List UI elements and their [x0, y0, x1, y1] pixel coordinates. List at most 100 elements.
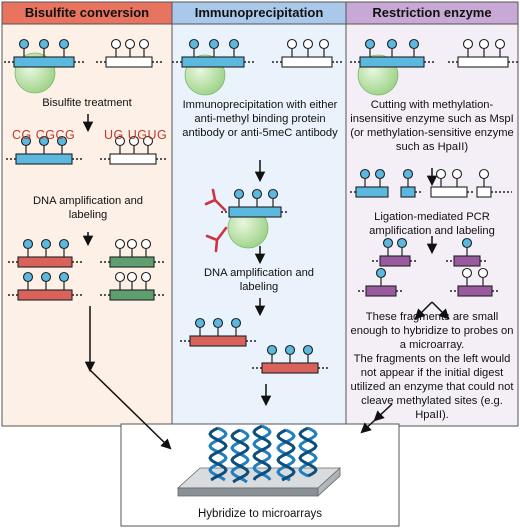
arrow-icon: [373, 403, 393, 422]
dna-fragment: [15, 153, 73, 165]
bisulfite-treatment-label: Bisulfite treatment: [42, 97, 132, 109]
fragments-left-note: The fragments on the left would not appe…: [350, 353, 514, 421]
unmethylated-cpg-icon: [124, 38, 136, 50]
ligation-pcr-label: Ligation-mediated PCR amplification and …: [369, 211, 495, 237]
methylated-cpg-icon: [382, 237, 394, 249]
unmethylated-cpg-icon: [494, 38, 506, 50]
unmethylated-cpg-icon: [114, 135, 126, 147]
bisulfite-amplification-label: DNA amplification and labeling: [32, 195, 144, 221]
methylated-cpg-icon: [302, 344, 314, 356]
methylated-cpg-icon: [194, 317, 206, 329]
methylated-cpg-icon: [364, 38, 376, 50]
dna-fragment: [17, 256, 73, 268]
dna-fragment: [189, 335, 247, 347]
methylated-cpg-icon: [20, 135, 32, 147]
unmethylated-cpg-icon: [478, 168, 490, 180]
amplified-fragment: [379, 255, 411, 267]
unmethylated-cpg-icon: [477, 267, 489, 279]
unmethylated-cpg-icon: [114, 238, 126, 250]
immunoprecipitation-header: Immunoprecipitation: [194, 5, 324, 20]
methylated-cpg-icon: [375, 267, 387, 279]
unmethylated-cpg-icon: [138, 38, 150, 50]
methylated-cpg-icon: [40, 271, 52, 283]
methylated-cpg-icon: [40, 238, 52, 250]
unmethylated-sequence-label: UG UGUG: [104, 128, 168, 142]
methylated-cpg-icon: [359, 168, 371, 180]
arrow-icon: [89, 369, 172, 450]
methylated-cpg-icon: [22, 238, 34, 250]
dna-helix-icon: [208, 426, 228, 482]
methylated-cpg-icon: [228, 38, 240, 50]
dna-fragment: [355, 186, 389, 198]
methylated-cpg-icon: [58, 38, 70, 50]
arrow-icon: [360, 419, 376, 434]
dna-helix-icon: [208, 426, 228, 482]
dna-helix-icon: [252, 424, 272, 481]
methylated-cpg-icon: [233, 188, 245, 200]
unmethylated-cpg-icon: [318, 38, 330, 50]
arrow-icon: [431, 301, 450, 320]
bisulfite-header: Bisulfite conversion: [24, 5, 150, 20]
dna-helix-icon: [276, 428, 296, 482]
methylated-cpg-icon: [188, 38, 200, 50]
ip-amplification-label: DNA amplification and labeling: [203, 267, 315, 293]
immunoprecipitation-step-label: Immunoprecipitation with either anti-met…: [182, 99, 338, 139]
unmethylated-cpg-icon: [286, 38, 298, 50]
dna-helix-icon: [276, 428, 296, 482]
unmethylated-cpg-icon: [461, 267, 473, 279]
methylated-cpg-icon: [56, 135, 68, 147]
amplified-fragment: [453, 255, 481, 267]
dna-helix-icon: [252, 424, 272, 481]
unmethylated-cpg-icon: [302, 38, 314, 50]
methylated-cpg-icon: [374, 168, 386, 180]
antibody-icon: [204, 188, 227, 212]
unmethylated-cpg-icon: [142, 135, 154, 147]
dna-fragment: [105, 56, 153, 68]
methylated-cpg-icon: [461, 237, 473, 249]
dna-fragment: [181, 56, 245, 68]
dna-fragment: [109, 289, 155, 301]
methylated-cpg-icon: [251, 188, 263, 200]
unmethylated-cpg-icon: [126, 271, 138, 283]
amplified-fragment: [365, 285, 397, 297]
unmethylated-cpg-icon: [128, 135, 140, 147]
dna-fragment: [228, 206, 282, 218]
microarray-slide-side: [317, 467, 341, 497]
methylated-cpg-icon: [38, 38, 50, 50]
unmethylated-cpg-icon: [462, 38, 474, 50]
dna-fragment: [17, 289, 73, 301]
methylated-cpg-icon: [18, 38, 30, 50]
cutting-enzyme-label: Cutting with methylation-insensitive enz…: [350, 99, 514, 153]
unmethylated-cpg-icon: [451, 168, 463, 180]
methylated-cpg-icon: [230, 317, 242, 329]
small-fragments-note: These fragments are small enough to hybr…: [350, 311, 514, 351]
unmethylated-cpg-icon: [114, 271, 126, 283]
dna-helix-icon: [230, 428, 250, 484]
methylated-cpg-icon: [58, 271, 70, 283]
dna-helix-icon: [298, 426, 318, 478]
methylated-cpg-icon: [266, 344, 278, 356]
unmethylated-cpg-icon: [140, 238, 152, 250]
dna-fragment: [476, 186, 492, 198]
unmethylated-cpg-icon: [126, 238, 138, 250]
methylated-cpg-icon: [22, 271, 34, 283]
restriction-header: Restriction enzyme: [372, 5, 492, 20]
unmethylated-cpg-icon: [478, 38, 490, 50]
microarray-slide-front: [177, 487, 319, 497]
methylated-cpg-icon: [284, 344, 296, 356]
methylated-cpg-icon: [408, 38, 420, 50]
dna-fragment: [400, 186, 416, 198]
methylated-cpg-icon: [208, 38, 220, 50]
unmethylated-cpg-icon: [110, 38, 122, 50]
dna-fragment: [359, 56, 425, 68]
dna-fragment: [430, 186, 468, 198]
methylated-cpg-icon: [267, 188, 279, 200]
methylated-cpg-icon: [386, 38, 398, 50]
restriction-header-bar: [345, 1, 519, 25]
amplified-fragment: [457, 285, 493, 297]
unmethylated-cpg-icon: [140, 271, 152, 283]
arrow-icon: [414, 301, 433, 320]
methylated-sequence-label: CG CGCG: [12, 128, 76, 142]
